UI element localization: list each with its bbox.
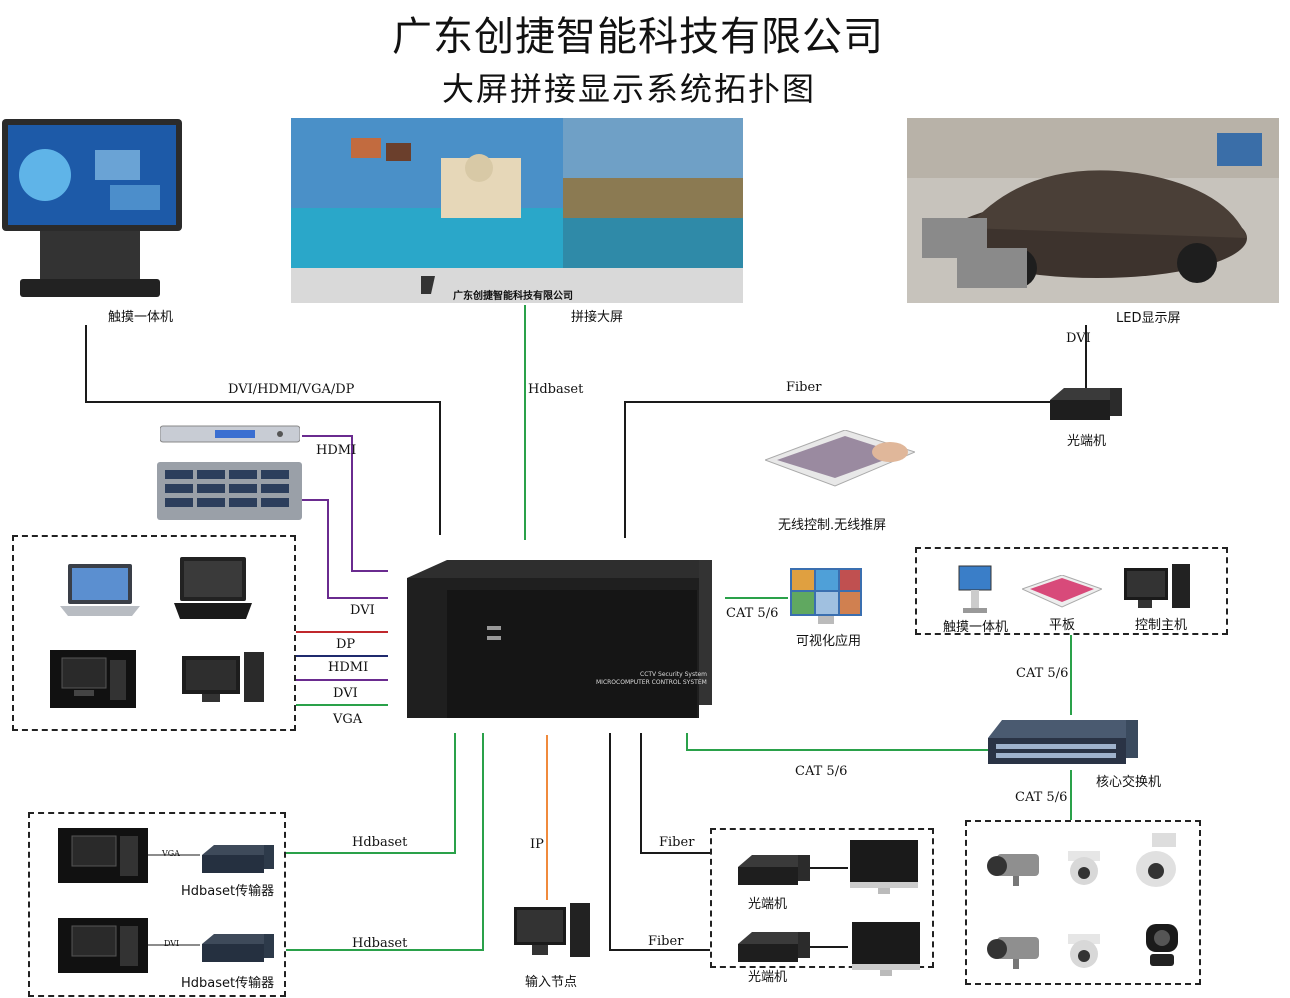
hdbaset-pc-image-1 xyxy=(58,828,148,883)
core-switch-label: 核心交换机 xyxy=(1096,775,1162,790)
controller-brand-line1: CCTV Security System xyxy=(640,671,707,678)
link-label-cat-core: CAT 5/6 xyxy=(795,764,848,779)
link-label-fiber-1: Fiber xyxy=(659,835,695,850)
bullet-camera-icon-2 xyxy=(987,937,1039,969)
laptop-image-2 xyxy=(174,557,252,619)
matrix-controller xyxy=(407,560,712,718)
tablet-label: 平板 xyxy=(1049,618,1076,633)
optical-transceiver-top xyxy=(1050,388,1122,420)
hdbaset-tx-image-2 xyxy=(202,934,274,962)
link-label-vga: VGA xyxy=(333,712,363,727)
desktop-pc-image-1 xyxy=(50,650,136,708)
link-label-cat-control: CAT 5/6 xyxy=(1016,666,1069,681)
monitor-image-2 xyxy=(852,922,920,976)
led-screen-image xyxy=(907,118,1279,303)
video-wall-logo-text: 广东创捷智能科技有限公司 xyxy=(453,291,573,302)
input-node-image xyxy=(514,903,590,957)
video-wall-label: 拼接大屏 xyxy=(571,310,624,325)
link-hdmi-player xyxy=(302,435,388,572)
visual-app-image xyxy=(790,568,862,624)
link-label-cat-camera: CAT 5/6 xyxy=(1015,790,1068,805)
ptz-camera-icon xyxy=(1136,833,1176,887)
page-subtitle: 大屏拼接显示系统拓扑图 xyxy=(442,70,817,108)
link-label-dvi-pc: DVI xyxy=(350,603,375,618)
link-label-hdbaset-1: Hdbaset xyxy=(352,835,408,850)
link-label-fiber-2: Fiber xyxy=(648,934,684,949)
pc-source-group xyxy=(12,535,296,731)
touch-kiosk2-label: 触摸一体机 xyxy=(943,620,1009,635)
optical-1-label: 光端机 xyxy=(748,897,788,912)
link-label-hdbaset-2: Hdbaset xyxy=(352,936,408,951)
link-hdbaset-1 xyxy=(286,733,456,854)
monitor-image-1 xyxy=(850,840,918,894)
video-wall-image xyxy=(291,118,743,303)
link-label-dvi-small: DVI xyxy=(164,939,180,948)
optical-group xyxy=(710,828,934,968)
link-fiber-2 xyxy=(609,733,710,951)
optical-transceiver-2 xyxy=(738,932,810,962)
link-label-dvi-pc2: DVI xyxy=(333,686,358,701)
link-label-dvi-hdmi-vga-dp: DVI/HDMI/VGA/DP xyxy=(228,382,355,397)
media-player-image xyxy=(160,425,300,443)
core-switch-image xyxy=(988,720,1138,764)
hdbaset-tx-label-1: Hdbaset传输器 xyxy=(181,884,275,899)
control-host-label: 控制主机 xyxy=(1135,618,1188,633)
input-node-label: 输入节点 xyxy=(525,975,578,990)
hdbaset-pc-image-2 xyxy=(58,918,148,973)
link-fiber-1 xyxy=(640,733,710,854)
tablet-image xyxy=(1022,575,1102,608)
optical-transceiver-1 xyxy=(738,855,810,885)
link-label-hdmi-pc: HDMI xyxy=(328,660,369,675)
tablet-wireless-image xyxy=(765,430,915,487)
camera-group xyxy=(965,820,1201,985)
link-fiber-top xyxy=(624,401,1050,538)
visual-app-label: 可视化应用 xyxy=(796,634,862,649)
server-image xyxy=(157,462,302,520)
link-controller-switch xyxy=(686,733,988,751)
control-host-image xyxy=(1124,564,1190,608)
link-label-ip: IP xyxy=(530,837,544,852)
touch-kiosk-image xyxy=(2,119,182,297)
link-hdbaset-2 xyxy=(286,733,484,951)
bullet-camera-icon-1 xyxy=(987,854,1039,886)
desktop-pc-image-2 xyxy=(182,652,264,702)
page-title: 广东创捷智能科技有限公司 xyxy=(392,14,884,60)
touch-kiosk-label: 触摸一体机 xyxy=(108,310,174,325)
link-label-hdmi-player: HDMI xyxy=(316,443,357,458)
link-server-dvi xyxy=(300,499,388,599)
ip-camera-icon xyxy=(1146,924,1178,966)
link-label-dp: DP xyxy=(336,637,356,652)
hdbaset-tx-label-2: Hdbaset传输器 xyxy=(181,976,275,991)
laptop-image-1 xyxy=(60,564,140,616)
touch-kiosk-small-image xyxy=(958,565,992,613)
dome-camera-icon-1 xyxy=(1068,851,1100,885)
link-label-fiber-top: Fiber xyxy=(786,380,822,395)
control-terminal-group xyxy=(915,547,1228,635)
wireless-label: 无线控制.无线推屏 xyxy=(778,518,887,533)
dome-camera-icon-2 xyxy=(1068,934,1100,968)
controller-brand-line2: MICROCOMPUTER CONTROL SYSTEM xyxy=(596,679,707,686)
link-kiosk-controller xyxy=(85,325,441,535)
link-label-vga-small: VGA xyxy=(162,849,180,858)
hdbaset-tx-image-1 xyxy=(202,845,274,873)
optical-2-label: 光端机 xyxy=(748,970,788,985)
optical-top-label: 光端机 xyxy=(1067,434,1107,449)
link-label-hdbaset-top: Hdbaset xyxy=(528,382,584,397)
link-label-cat-visual: CAT 5/6 xyxy=(726,606,779,621)
led-screen-label: LED显示屏 xyxy=(1116,311,1181,326)
hdbaset-group xyxy=(28,812,286,997)
link-label-dvi-led: DVI xyxy=(1066,331,1091,346)
